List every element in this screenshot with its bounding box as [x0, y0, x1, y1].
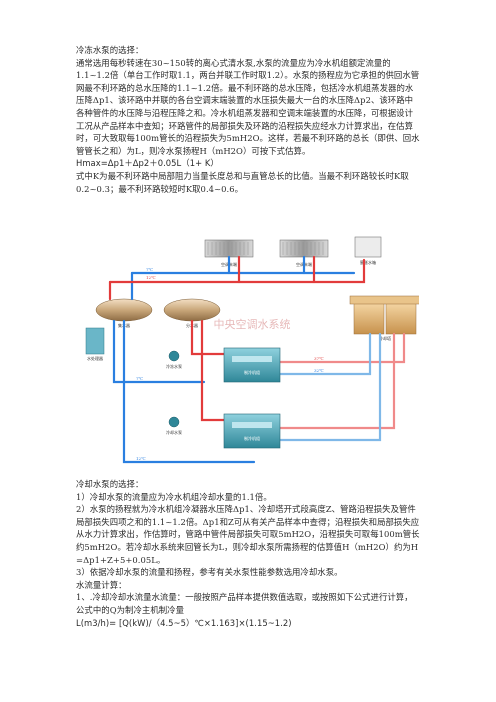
cooling-item-2: 2）水泵的扬程就为冷水机组冷凝器水压降Δp1、冷却塔开式段高度Z、管路沿程损失及… [76, 504, 420, 565]
section-heading: 冷冻水泵的选择： [76, 45, 144, 55]
flow-item: 1、.冷却冷却水流量水流量：一般按照产品样本提供数值选取，或按照如下公式进行计算… [76, 592, 413, 615]
formula-line: Hmax=Δp1＋Δp2＋0.05L（1+ K） [76, 158, 219, 169]
diagram-svg: 中央空调水系统 空调末端 空调末端 膨胀水箱 冷却塔 集水器 分水器 [85, 236, 421, 464]
cooling-tower-2 [385, 301, 417, 335]
flow-heading: 水流量计算： [76, 579, 127, 590]
expansion-tank-label: 膨胀水箱 [360, 259, 376, 265]
terminal-unit-2 [279, 239, 329, 258]
chilled-pump-2 [168, 416, 180, 428]
temp-label-12: 12℃ [146, 275, 156, 280]
pump-label-2: 冷却水泵 [166, 429, 182, 435]
chiller-label-2: 制冷机组 [244, 435, 260, 441]
water-treatment-label: 水处理器 [87, 355, 103, 361]
pump-label-1: 冷冻水泵 [166, 363, 182, 369]
temp-label-7b: 7℃ [136, 376, 144, 381]
section-heading-2: 冷却水泵的选择： [76, 479, 144, 489]
watermark-text: 中央空调水系统 [214, 317, 291, 331]
water-treatment-device [85, 327, 105, 355]
expansion-tank [354, 236, 382, 258]
return-header-tank [95, 298, 153, 322]
cooling-tower-top [349, 295, 421, 305]
temp-label-37: 37℃ [314, 356, 324, 361]
temp-label-12b: 12℃ [136, 456, 146, 461]
pipe-network [108, 255, 406, 464]
chiller-unit-2 [223, 413, 281, 449]
body-paragraph: 通常选用每秒转速在30~150转的离心式清水泵,水泵的流量应为冷水机组额定流量的… [76, 57, 420, 156]
chiller-2-panel [232, 422, 272, 428]
hvac-water-system-diagram: 中央空调水系统 空调末端 空调末端 膨胀水箱 冷却塔 集水器 分水器 [74, 232, 421, 472]
chiller-1-panel [232, 356, 272, 362]
cooling-item-3: 3）依据冷却水泵的流量和扬程，参考有关水泵性能参数选用冷却水泵。 [76, 567, 343, 578]
cooling-tower-label: 冷却塔 [379, 335, 391, 341]
chiller-label-1: 制冷机组 [244, 369, 260, 375]
formula-note: 式中K为最不利环路中局部阻力当量长度总和与直管总长的比值。当最不利环路较长时K取… [76, 170, 409, 194]
section-cooling-pump: 冷却水泵的选择： 1）冷却水泵的流量应为冷水机组冷却水量的1.1倍。 2）水泵的… [76, 478, 421, 629]
temp-label-32: 32℃ [314, 368, 324, 373]
chiller-unit-1 [223, 347, 281, 383]
cooling-tower-1 [353, 301, 385, 335]
chilled-pump-1 [168, 350, 180, 362]
cooling-item-1: 1）冷却水泵的流量应为冷水机组冷却水量的1.1倍。 [76, 491, 272, 502]
flow-formula: L(m3/h)= [Q(kW)/（4.5~5）℃×1.163]×(1.15~1.… [76, 617, 292, 628]
section-chilled-pump: 冷冻水泵的选择： 通常选用每秒转速在30~150转的离心式清水泵,水泵的流量应为… [76, 44, 421, 195]
supply-header-tank [163, 298, 221, 322]
temp-label-7: 7℃ [146, 267, 154, 272]
